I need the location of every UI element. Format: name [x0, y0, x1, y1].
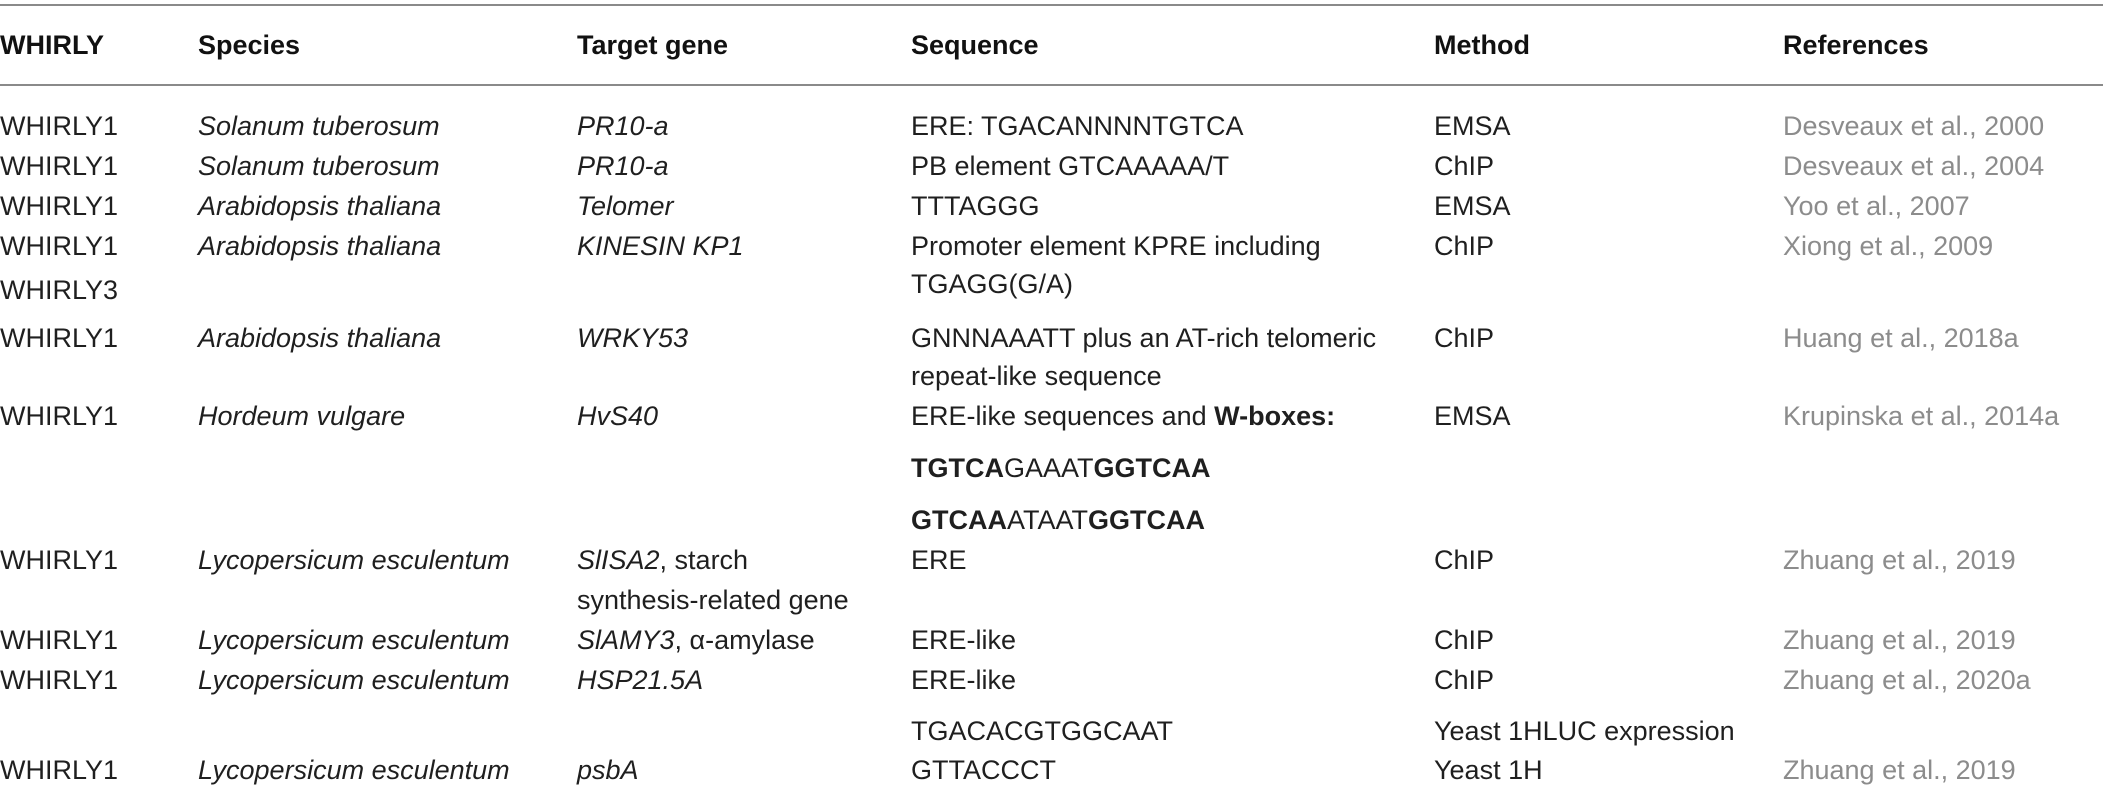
row-5-seq3-part-a: GTCAA: [911, 505, 1007, 535]
header-species: Species: [198, 30, 301, 60]
row-1-sequence: PB element GTCAAAAA/T: [911, 151, 1230, 181]
row-9-sequence: TGACACGTGGCAAT: [911, 716, 1174, 746]
row-4-species: Arabidopsis thaliana: [198, 323, 442, 353]
row-8-target-gene: HSP21.5A: [577, 665, 704, 695]
row-8-species: Lycopersicum esculentum: [198, 665, 510, 695]
row-8-reference-link[interactable]: Zhuang et al., 2020a: [1783, 665, 2031, 695]
row-6-target-gene-name: SlISA2: [577, 545, 660, 575]
row-5-sequence-line-3: GTCAAATAATGGTCAA: [911, 500, 1205, 540]
row-1-whirly: WHIRLY1: [0, 151, 119, 181]
row-4-method: ChIP: [1434, 323, 1495, 353]
row-10-reference-link[interactable]: Zhuang et al., 2019: [1783, 755, 2016, 785]
row-0-sequence: ERE: TGACANNNNTGTCA: [911, 111, 1244, 141]
row-1-method: ChIP: [1434, 151, 1495, 181]
row-5-target-gene: HvS40: [577, 401, 659, 431]
row-2-method: EMSA: [1434, 191, 1511, 221]
row-1-reference-link[interactable]: Desveaux et al., 2004: [1783, 151, 2045, 181]
row-5-seq2-part-a: TGTCA: [911, 453, 1004, 483]
row-6-target-gene-suffix: , starch: [659, 545, 749, 575]
row-7-sequence: ERE-like: [911, 625, 1017, 655]
row-4-whirly: WHIRLY1: [0, 323, 119, 353]
row-0-target-gene: PR10-a: [577, 111, 669, 141]
row-2-reference-link[interactable]: Yoo et al., 2007: [1783, 191, 1970, 221]
row-5-seq2-part-b: GAAAT: [1003, 453, 1094, 483]
row-2-sequence: TTTAGGG: [911, 191, 1040, 221]
row-8-whirly: WHIRLY1: [0, 665, 119, 695]
row-2-species: Arabidopsis thaliana: [198, 191, 442, 221]
row-5-sequence-text: ERE-like sequences and: [911, 401, 1215, 431]
row-3-target-gene: KINESIN KP1: [577, 231, 744, 261]
row-6-target-gene-2: synthesis-related gene: [577, 585, 849, 615]
row-8-method: ChIP: [1434, 665, 1495, 695]
row-4-target-gene: WRKY53: [577, 323, 689, 353]
row-5-method: EMSA: [1434, 401, 1511, 431]
row-7-species: Lycopersicum esculentum: [198, 625, 510, 655]
header-method: Method: [1434, 30, 1530, 60]
header-sequence: Sequence: [911, 30, 1039, 60]
row-2-target-gene: Telomer: [577, 191, 674, 221]
row-6-whirly: WHIRLY1: [0, 545, 119, 575]
row-0-reference-link[interactable]: Desveaux et al., 2000: [1783, 111, 2045, 141]
row-5-species: Hordeum vulgare: [198, 401, 406, 431]
row-6-reference-link[interactable]: Zhuang et al., 2019: [1783, 545, 2016, 575]
row-3-sequence: Promoter element KPRE including: [911, 231, 1321, 261]
row-5-seq3-part-c: GGTCAA: [1088, 505, 1205, 535]
row-3-reference-link[interactable]: Xiong et al., 2009: [1783, 231, 1994, 261]
row-5-whirly: WHIRLY1: [0, 401, 119, 431]
row-3-whirly: WHIRLY1: [0, 231, 119, 261]
header-target-gene: Target gene: [577, 30, 729, 60]
row-10-sequence: GTTACCCT: [911, 755, 1056, 785]
row-0-method: EMSA: [1434, 111, 1511, 141]
row-7-target-gene-suffix: , α-amylase: [674, 625, 815, 655]
row-6-method: ChIP: [1434, 545, 1495, 575]
row-10-target-gene: psbA: [577, 755, 639, 785]
row-4-reference-link[interactable]: Huang et al., 2018a: [1783, 323, 2019, 353]
row-3-method: ChIP: [1434, 231, 1495, 261]
header-whirly: WHIRLY: [0, 30, 105, 60]
row-7-reference-link[interactable]: Zhuang et al., 2019: [1783, 625, 2016, 655]
row-5-sequence-bold: W-boxes:: [1214, 401, 1336, 431]
row-6-sequence: ERE: [911, 545, 967, 575]
header-rule: [0, 84, 2103, 86]
row-1-species: Solanum tuberosum: [198, 151, 440, 181]
row-5-sequence: ERE-like sequences and W-boxes:: [911, 396, 1335, 436]
row-3-whirly-2: WHIRLY3: [0, 275, 119, 305]
row-1-target-gene: PR10-a: [577, 151, 669, 181]
row-10-species: Lycopersicum esculentum: [198, 755, 510, 785]
row-7-whirly: WHIRLY1: [0, 625, 119, 655]
row-5-reference-link[interactable]: Krupinska et al., 2014a: [1783, 401, 2060, 431]
row-9-method: Yeast 1HLUC expression: [1434, 716, 1735, 746]
row-5-seq3-part-b: ATAAT: [1007, 505, 1088, 535]
row-10-method: Yeast 1H: [1434, 755, 1543, 785]
row-2-whirly: WHIRLY1: [0, 191, 119, 221]
row-0-species: Solanum tuberosum: [198, 111, 440, 141]
row-0-whirly: WHIRLY1: [0, 111, 119, 141]
row-4-sequence-2: repeat-like sequence: [911, 361, 1162, 391]
row-7-method: ChIP: [1434, 625, 1495, 655]
row-7-target-gene: SlAMY3, α-amylase: [577, 620, 815, 660]
row-3-sequence-2: TGAGG(G/A): [911, 269, 1073, 299]
row-5-sequence-line-2: TGTCAGAAATGGTCAA: [911, 448, 1211, 488]
row-5-seq2-part-c: GGTCAA: [1093, 453, 1211, 483]
row-3-species: Arabidopsis thaliana: [198, 231, 442, 261]
row-10-whirly: WHIRLY1: [0, 755, 119, 785]
row-7-target-gene-name: SlAMY3: [577, 625, 675, 655]
row-6-target-gene: SlISA2, starch: [577, 540, 748, 580]
header-references: References: [1783, 30, 1929, 60]
row-6-species: Lycopersicum esculentum: [198, 545, 510, 575]
row-4-sequence: GNNNAAATT plus an AT-rich telomeric: [911, 323, 1377, 353]
row-8-sequence: ERE-like: [911, 665, 1017, 695]
top-rule: [0, 4, 2103, 6]
